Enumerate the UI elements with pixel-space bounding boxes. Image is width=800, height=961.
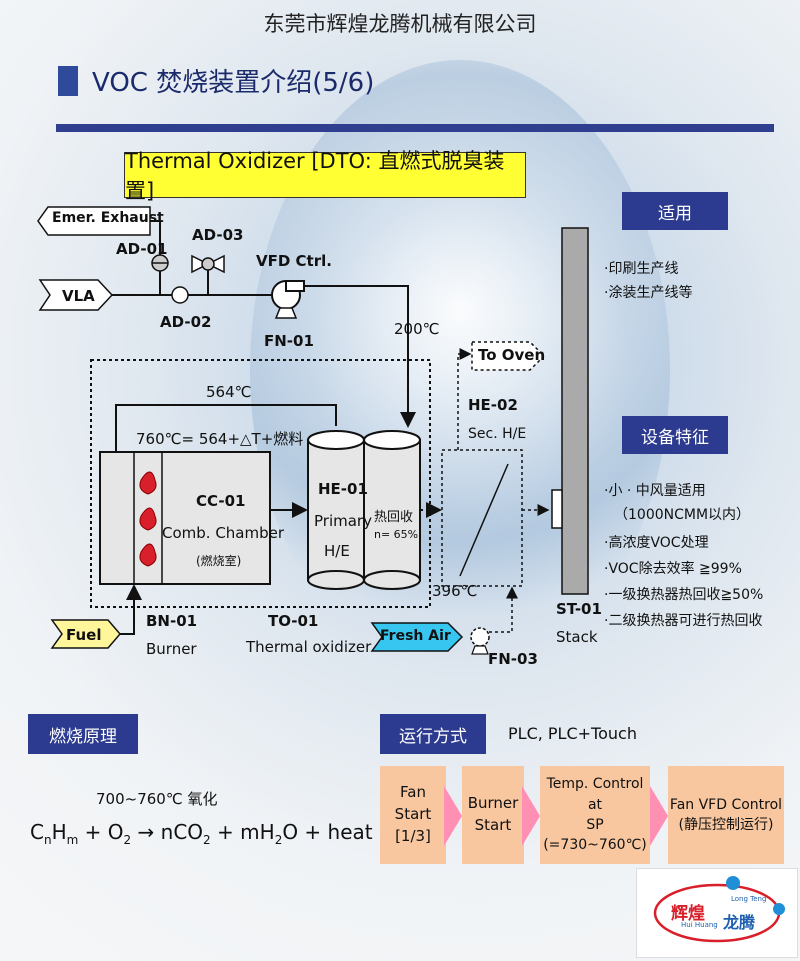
fresh-air-tag: [370, 622, 464, 652]
he-label: H/E: [324, 542, 350, 560]
logo-en-text-2: Long Teng: [731, 895, 767, 903]
feature-item: ·小 · 中风量适用: [604, 483, 706, 499]
feature-item: ·一级换热器热回收≧50%: [604, 587, 764, 603]
step-fan-vfd: Fan VFD Control(静压控制运行): [668, 766, 784, 864]
to-oven-tag: [471, 341, 546, 371]
features-header: 设备特征: [622, 416, 728, 454]
applicable-header: 适用: [622, 192, 728, 230]
fn03-label: FN-03: [488, 650, 538, 668]
applicable-item: ·印刷生产线: [604, 261, 679, 277]
flame-icon: [139, 471, 157, 567]
st01-label: ST-01: [556, 600, 602, 618]
combustion-header: 燃烧原理: [28, 714, 138, 754]
valve-ad03-icon: [191, 254, 225, 274]
vla-label: VLA: [62, 287, 95, 305]
comb-chamber-cn-label: (燃烧室): [196, 554, 242, 568]
combustion-chamber: [99, 451, 271, 585]
chevron-right-icon: [444, 786, 462, 846]
heat-recovery-label: 热回收: [374, 510, 414, 525]
efficiency-label: n= 65%: [374, 528, 419, 541]
temp-396-label: 396℃: [432, 582, 478, 600]
cc01-label: CC-01: [196, 492, 246, 510]
primary-label: Primary: [314, 512, 372, 530]
chevron-right-icon: [650, 786, 668, 846]
ad01-label: AD-01: [116, 240, 168, 258]
ad02-label: AD-02: [160, 313, 212, 331]
title-bullet-icon: [58, 66, 78, 96]
he01-label: HE-01: [318, 480, 368, 498]
operation-header: 运行方式: [380, 714, 486, 754]
company-logo: 辉煌 龙腾 Hui Huang Long Teng: [636, 868, 798, 958]
he01-exchanger: [307, 430, 421, 590]
to01-label: TO-01: [268, 612, 319, 630]
he02-exchanger: [441, 449, 523, 587]
he02-label: HE-02: [468, 396, 518, 414]
fn01-label: FN-01: [264, 332, 314, 350]
thermal-oxidizer-label: Thermal oxidizer: [246, 638, 372, 656]
combustion-equation: CnHm + O2 → nCO2 + mH2O + heat [=ΔT]: [30, 820, 438, 847]
page-title: VOC 焚烧装置介绍(5/6): [92, 68, 375, 98]
bn01-label: BN-01: [146, 612, 198, 630]
fuel-label: Fuel: [66, 626, 102, 644]
comb-chamber-label: Comb. Chamber: [162, 524, 285, 542]
damper-ad01-icon: [151, 254, 169, 272]
ad03-label: AD-03: [192, 226, 244, 244]
fuel-tag: [50, 619, 121, 649]
feature-item: ·高浓度VOC处理: [604, 535, 709, 551]
company-name: 东莞市辉煌龙腾机械有限公司: [263, 12, 537, 36]
fan-fn01-icon: [271, 280, 305, 319]
sec-he-label: Sec. H/E: [468, 426, 527, 442]
applicable-item: ·涂装生产线等: [604, 285, 693, 301]
chevron-right-icon: [522, 786, 540, 846]
temp-200-label: 200℃: [394, 320, 440, 338]
feature-item: （1000NCMM以内）: [614, 507, 751, 523]
to-oven-label: To Oven: [478, 346, 546, 364]
emer-exhaust-label: Emer. Exhaust: [52, 210, 164, 226]
combustion-temp: 700~760℃ 氧化: [96, 790, 218, 808]
burner-label: Burner: [146, 640, 197, 658]
feature-item: ·VOC除去效率 ≧99%: [604, 561, 742, 577]
title-rule: [56, 124, 774, 132]
logo-en-text-1: Hui Huang: [681, 921, 718, 929]
emer-exhaust-tag: [37, 206, 151, 236]
to01-enclosure: [90, 359, 431, 608]
stack: [561, 227, 589, 595]
logo-cn-text-2: 龙腾: [723, 913, 756, 932]
feature-item: ·二级换热器可进行热回收: [604, 613, 763, 629]
operation-mode: PLC, PLC+Touch: [508, 724, 637, 743]
damper-ad02-icon: [171, 286, 189, 304]
temp-564-label: 564℃: [206, 383, 252, 401]
logo-cn-text-1: 辉煌: [671, 904, 705, 924]
fan-fn03-icon: [470, 627, 490, 655]
dto-banner: Thermal Oxidizer [DTO: 直燃式脱臭装置]: [124, 149, 526, 203]
fresh-air-label: Fresh Air: [380, 628, 451, 644]
vfd-ctrl-label: VFD Ctrl.: [256, 252, 332, 270]
vla-tag: [38, 279, 114, 311]
logo-icon: [653, 876, 785, 943]
temp-formula-label: 760℃= 564+△T+燃料: [136, 430, 304, 448]
stack-label: Stack: [556, 628, 598, 646]
